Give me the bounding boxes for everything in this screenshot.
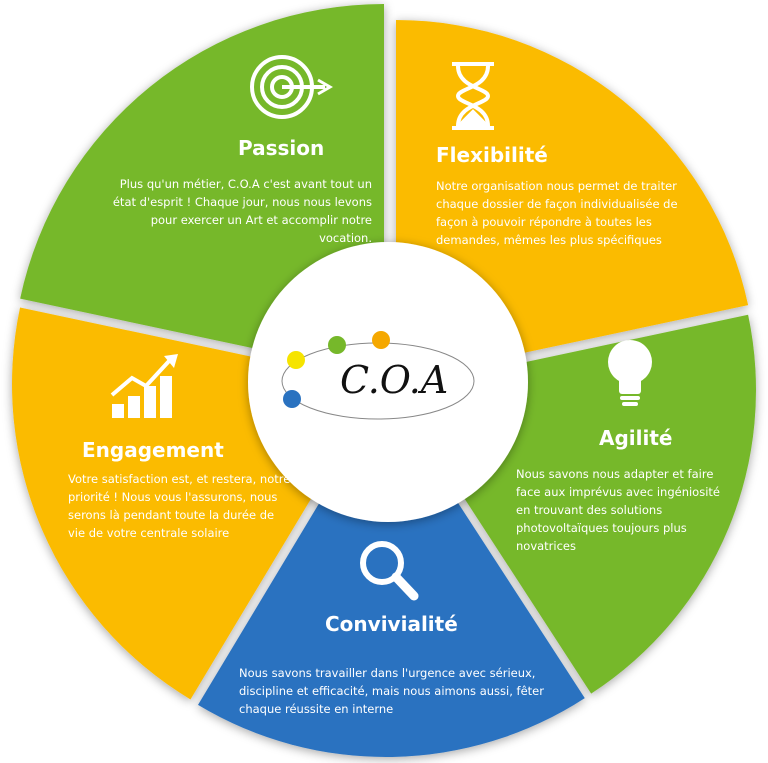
segment-convivialite xyxy=(198,392,585,757)
engagement-title: Engagement xyxy=(82,438,224,462)
hourglass-icon xyxy=(452,62,494,130)
coa-logo xyxy=(281,331,475,420)
convivialite-text: Nous savons travailler dans l'urgence av… xyxy=(239,666,544,716)
convivialite-title: Convivialité xyxy=(325,612,458,636)
flexibilite-text: Notre organisation nous permet de traite… xyxy=(436,179,678,247)
lightbulb-icon xyxy=(608,340,652,406)
growth-chart-icon xyxy=(110,354,178,418)
agilite-text: Nous savons nous adapter et faire face a… xyxy=(516,467,720,553)
flexibilite-title: Flexibilité xyxy=(436,143,548,167)
target-icon xyxy=(250,55,333,119)
engagement-text: Votre satisfaction est, et restera, notr… xyxy=(68,472,291,540)
agilite-title: Agilité xyxy=(599,426,673,450)
passion-title: Passion xyxy=(238,136,325,160)
logo-text: C.O.A xyxy=(340,358,449,402)
passion-text: Plus qu'un métier, C.O.A c'est avant tou… xyxy=(112,177,372,245)
center-circle xyxy=(248,242,528,522)
magnifier-icon xyxy=(360,541,419,601)
